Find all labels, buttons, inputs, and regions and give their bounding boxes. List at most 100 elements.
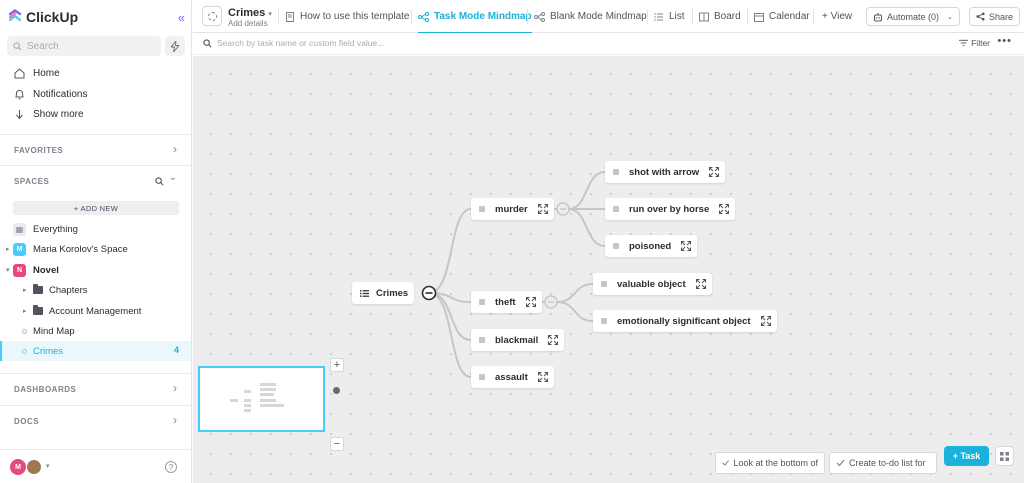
collapse-sidebar-button[interactable]: « [177,9,185,25]
expand-icon[interactable] [709,167,720,177]
sidebar-item-mind-map[interactable]: Mind Map [22,323,75,339]
add-details-link[interactable]: Add details [228,19,268,28]
filter-button[interactable]: Filter [959,38,990,48]
new-task-button[interactable]: + Task [944,446,989,466]
sidebar-item-space-novel-label: Novel [33,264,59,276]
share-button[interactable]: Share [969,7,1021,26]
zoom-out-button[interactable]: − [330,437,344,451]
search-icon[interactable] [155,177,164,186]
mindmap-node[interactable]: valuable object [593,273,712,295]
tab-blank-mode-mindmap[interactable]: Blank Mode Mindmap [534,0,647,33]
sidebar: ClickUp « Search Home Notifications Show… [0,0,192,483]
todo-chip[interactable]: Create to-do list for [829,452,937,474]
expand-icon[interactable] [537,204,548,214]
tab-label: Task Mode Mindmap [434,11,532,22]
expand-icon[interactable] [525,297,536,307]
expand-icon[interactable] [719,204,730,214]
expand-icon[interactable] [548,335,559,345]
nav-show-more-label: Show more [33,108,84,120]
mindmap-canvas[interactable]: Crimes murder theft blackmail assault sh… [193,56,1024,483]
caret-right-icon[interactable]: ▸ [6,246,10,253]
status-square-icon [613,243,619,249]
filter-label: Filter [971,38,990,48]
nav-show-more[interactable]: Show more [14,106,84,122]
tab-label: List [669,11,685,22]
mindmap-root-node[interactable]: Crimes [352,282,415,304]
page-title[interactable]: Crimes ▾ [228,7,272,19]
node-label: blackmail [495,334,539,346]
nav-notifications-label: Notifications [33,88,88,100]
mindmap-icon [418,11,429,22]
apps-grid-icon[interactable] [995,446,1014,466]
board-icon [699,12,709,21]
nav-notifications[interactable]: Notifications [14,86,87,102]
mindmap-node[interactable]: shot with arrow [605,161,726,183]
add-view-button[interactable]: + View [822,11,853,22]
sidebar-item-crimes[interactable]: Crimes [22,343,63,359]
chevron-right-icon[interactable]: › [173,381,177,395]
sidebar-search-input[interactable]: Search [7,36,161,56]
todo-chip[interactable]: Look at the bottom of [715,452,825,474]
sidebar-item-space-novel[interactable]: N Novel [13,262,59,278]
sidebar-item-crimes-label: Crimes [33,345,64,357]
mindmap-node[interactable]: murder [471,198,554,220]
doc-icon [286,11,294,22]
mindmap-node[interactable]: assault [471,366,554,388]
mindmap-icon [534,11,545,22]
sidebar-item-chapters[interactable]: Chapters [33,282,88,298]
expand-icon[interactable] [695,279,706,289]
mindmap-node[interactable]: emotionally significant object [593,310,777,332]
caret-right-icon[interactable]: ▸ [23,308,27,315]
zoom-slider-handle[interactable] [333,387,340,394]
chevron-down-icon[interactable]: ▾ [46,463,50,470]
tab-label: Blank Mode Mindmap [550,11,647,22]
more-options-icon[interactable]: ••• [997,35,1012,47]
docs-title[interactable]: DOCS [14,417,40,426]
sidebar-item-space-maria[interactable]: M Maria Korolov's Space [13,241,128,257]
task-search-input[interactable]: Search by task name or custom field valu… [203,38,384,48]
tab-board[interactable]: Board [699,0,741,33]
mindmap-node[interactable]: blackmail [471,329,565,351]
sidebar-item-account-management[interactable]: Account Management [33,303,141,319]
divider [411,9,412,24]
caret-right-icon[interactable]: ▸ [23,287,27,294]
node-label: valuable object [617,278,686,290]
avatar-photo[interactable] [26,459,42,475]
mindmap-node[interactable]: poisoned [605,235,698,257]
expand-icon[interactable] [760,316,771,326]
zoom-in-button[interactable]: + [330,358,344,372]
list-status-icon[interactable] [202,6,222,26]
dashboards-title[interactable]: DASHBOARDS [14,385,77,394]
divider [692,9,693,24]
sidebar-item-everything[interactable]: ▦ Everything [13,221,78,237]
help-icon[interactable]: ? [165,461,177,473]
sidebar-item-crimes-highlight[interactable] [0,341,191,361]
chevron-right-icon[interactable]: › [173,413,177,427]
minimap[interactable] [198,366,325,432]
expand-icon[interactable] [681,241,692,251]
chevron-down-icon[interactable]: ⌄ [168,172,177,183]
sidebar-footer: M ▾ ? [0,449,191,483]
chevron-right-icon[interactable]: › [173,142,177,156]
tab-task-mode-mindmap[interactable]: Task Mode Mindmap [418,0,532,34]
divider [278,9,279,24]
status-square-icon [479,337,485,343]
add-new-space-button[interactable]: + ADD NEW [13,201,179,215]
mindmap-node[interactable]: theft [471,291,542,313]
mindmap-node[interactable]: run over by horse [605,198,736,220]
caret-down-icon[interactable]: ▾ [6,267,10,274]
sidebar-search-placeholder: Search [27,40,59,52]
status-square-icon [601,318,607,324]
chevron-down-icon: ▾ [268,11,272,18]
tab-list[interactable]: List [654,0,685,33]
task-search-placeholder: Search by task name or custom field valu… [217,38,385,48]
nav-home[interactable]: Home [14,65,60,81]
avatar[interactable]: M [10,459,26,475]
expand-icon[interactable] [537,372,548,382]
tab-how-to-use[interactable]: How to use this template [285,0,410,33]
favorites-title[interactable]: FAVORITES [14,146,64,155]
automate-button[interactable]: Automate (0) ⌄ [866,7,960,26]
todo-chip-label: Look at the bottom of [733,458,818,468]
tab-calendar[interactable]: Calendar [754,0,810,33]
quick-action-button[interactable] [165,36,185,56]
